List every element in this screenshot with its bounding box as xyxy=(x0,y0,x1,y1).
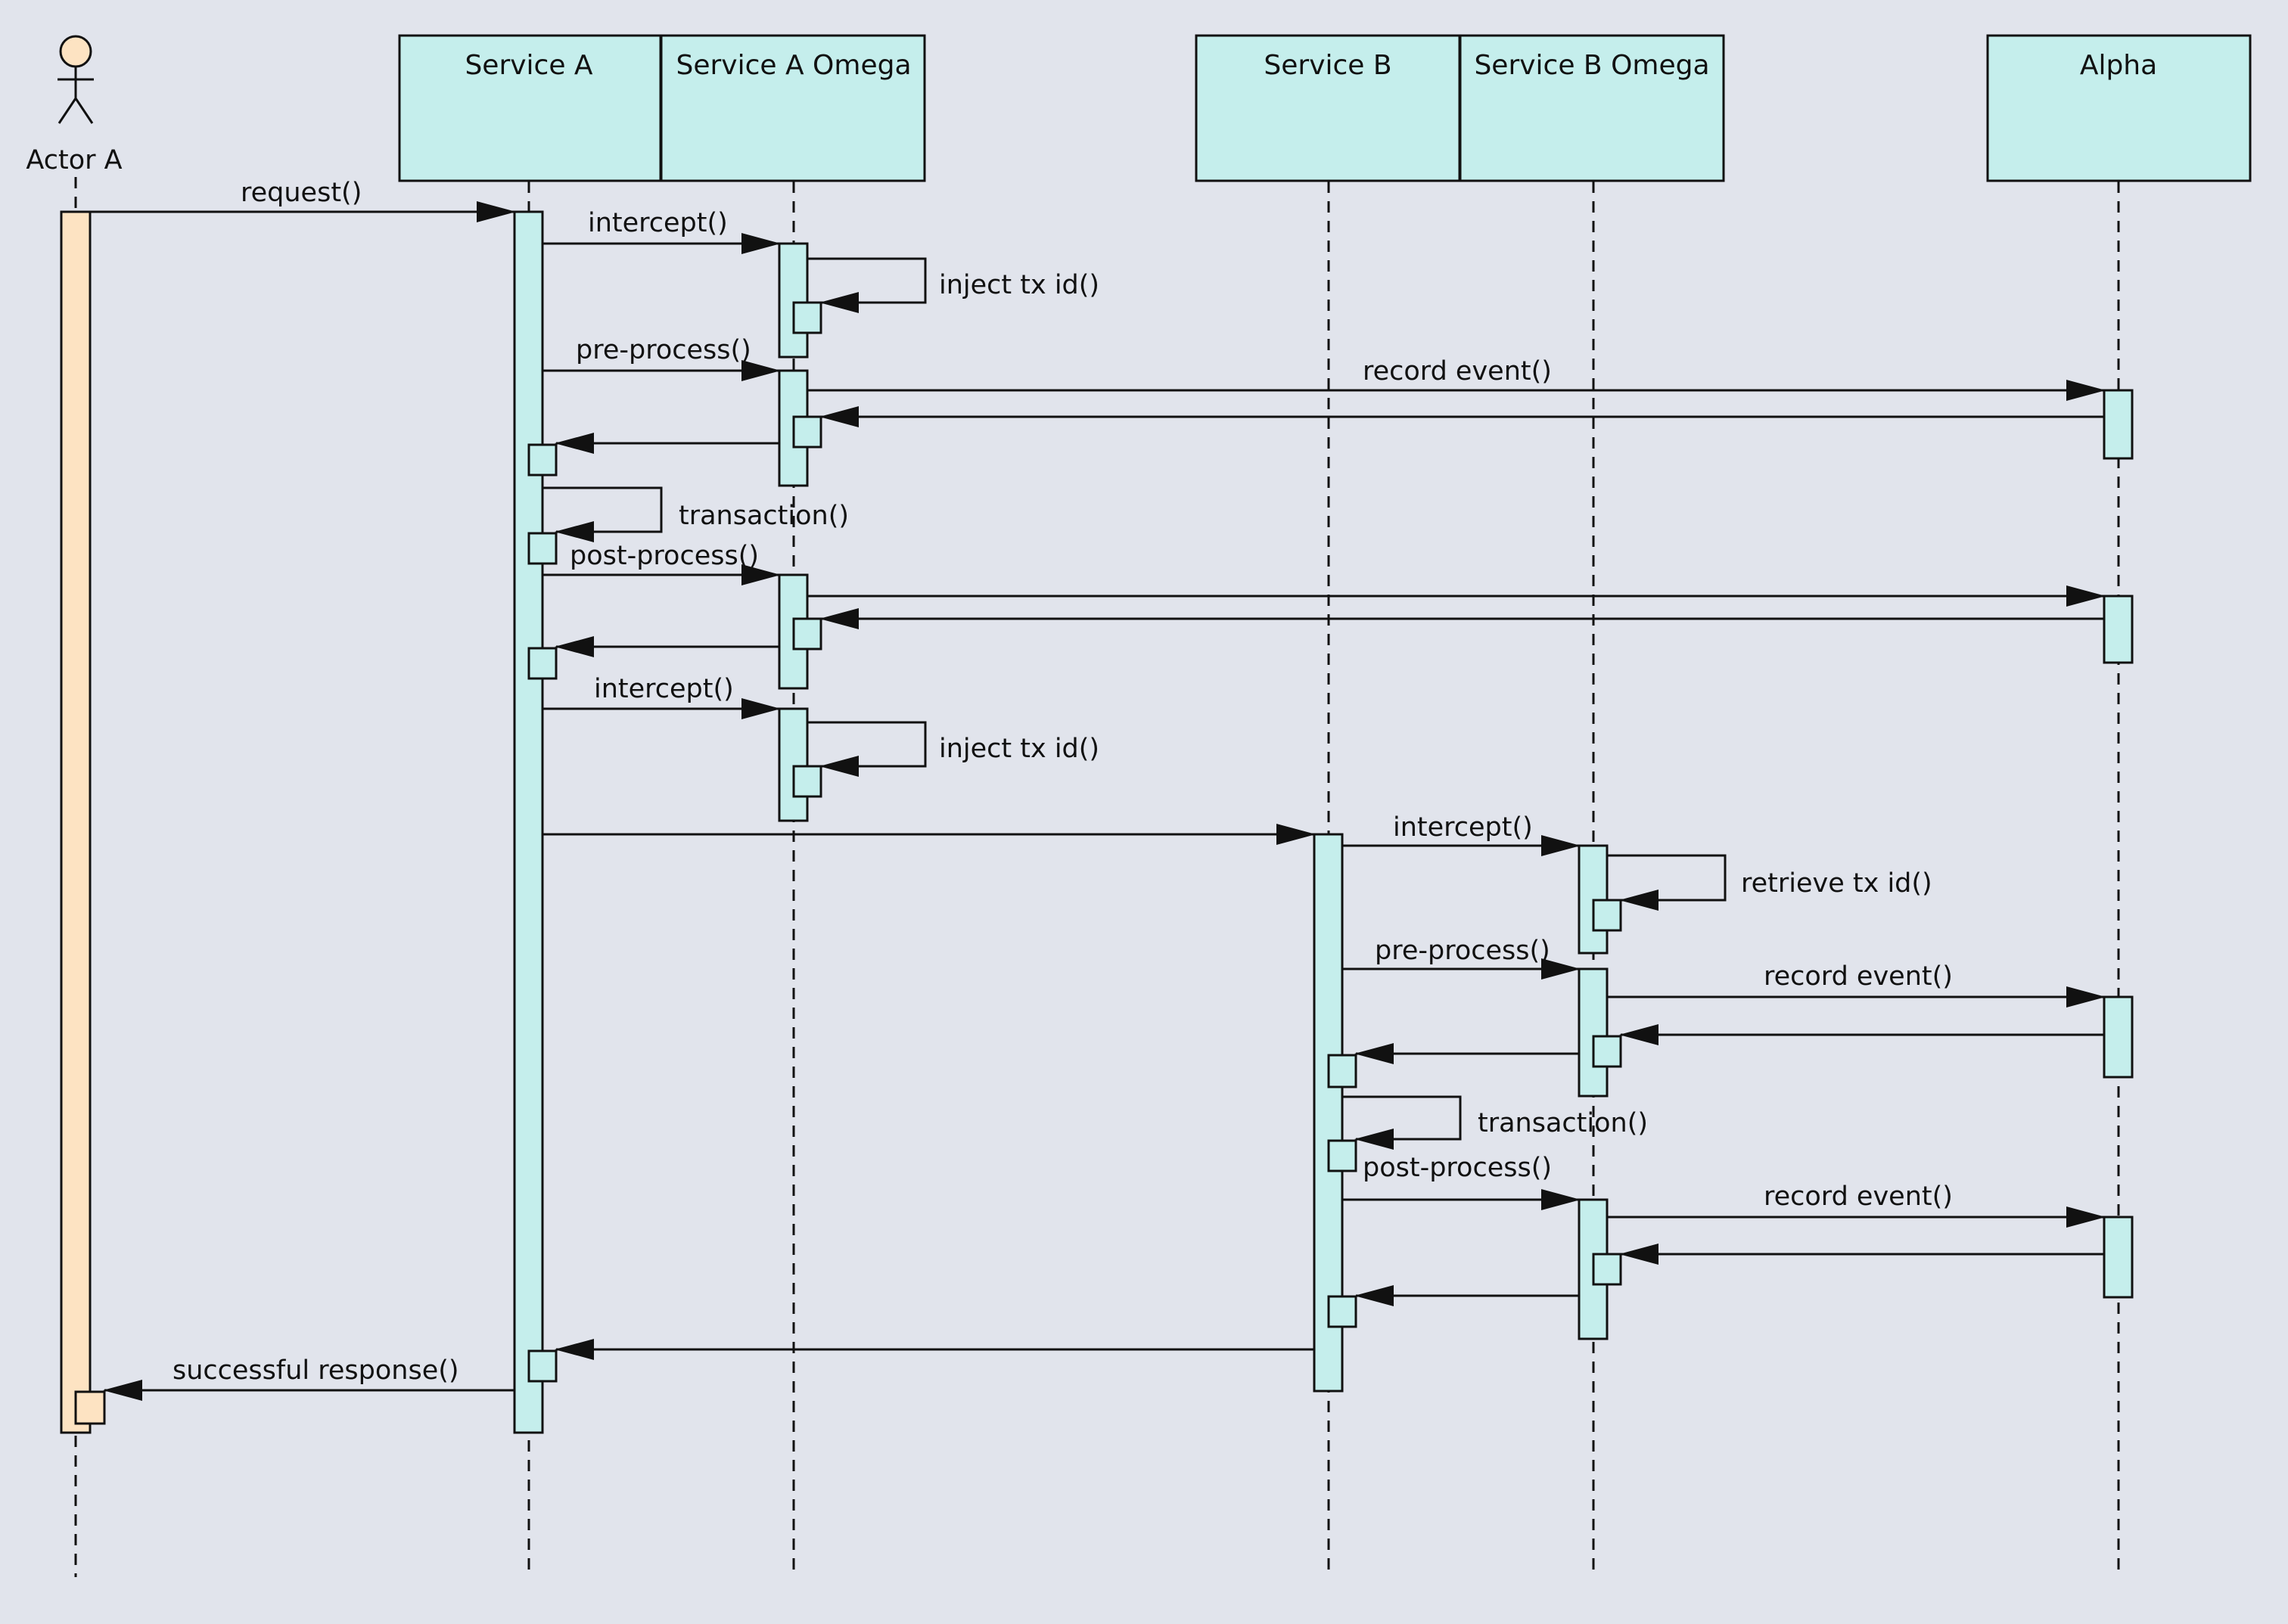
lifeline-box-service-b[interactable] xyxy=(1195,34,1461,182)
return-box xyxy=(1592,1035,1622,1068)
return-box xyxy=(74,1390,106,1425)
return-box xyxy=(1327,1295,1357,1328)
lifeline-label-service-a: Service A xyxy=(465,50,592,81)
activation-omega-b-2 xyxy=(1578,967,1609,1098)
stick-figure-icon xyxy=(58,35,94,124)
arrow-inject-tx-id xyxy=(807,257,927,313)
return-box xyxy=(527,443,558,477)
self-call-box xyxy=(1592,899,1622,932)
activation-alpha-1 xyxy=(2103,389,2134,460)
return-box xyxy=(792,617,822,651)
activation-alpha-2 xyxy=(2103,595,2134,664)
self-call-box xyxy=(792,301,822,334)
arrow-transaction xyxy=(1342,1095,1462,1150)
lifeline-label-alpha: Alpha xyxy=(2080,50,2157,81)
message-label: inject tx id() xyxy=(939,270,1099,300)
arrow-inject-tx-id xyxy=(807,721,927,777)
activation-alpha-3 xyxy=(2103,995,2134,1079)
return-box xyxy=(1592,1253,1622,1286)
message-label: record event() xyxy=(1764,961,1953,992)
message-label: post-process() xyxy=(1363,1153,1552,1183)
message-label: post-process() xyxy=(570,541,759,571)
return-box xyxy=(527,647,558,680)
return-box xyxy=(792,415,822,449)
message-label: transaction() xyxy=(679,501,849,531)
message-label: pre-process() xyxy=(1375,936,1550,966)
message-label: record event() xyxy=(1764,1182,1953,1212)
activation-alpha-4 xyxy=(2103,1216,2134,1299)
activation-omega-a-4 xyxy=(778,707,809,822)
message-label: intercept() xyxy=(594,674,734,704)
return-box xyxy=(527,1349,558,1383)
lifeline-label-service-a-omega: Service A Omega xyxy=(676,50,911,81)
lifeline-box-service-a[interactable] xyxy=(398,34,662,182)
activation-actor-a xyxy=(60,210,92,1434)
message-label: request() xyxy=(241,178,362,208)
actor-label: Actor A xyxy=(26,145,122,175)
message-label: inject tx id() xyxy=(939,734,1099,764)
activation-omega-a-1 xyxy=(778,242,809,359)
lifeline-label-service-b-omega: Service B Omega xyxy=(1474,50,1709,81)
self-call-box xyxy=(792,765,822,798)
message-label: transaction() xyxy=(1478,1108,1648,1138)
activation-service-a xyxy=(513,210,544,1434)
lifeline-label-service-b: Service B xyxy=(1264,50,1391,81)
message-label: retrieve tx id() xyxy=(1741,868,1932,899)
arrow-transaction xyxy=(542,486,663,542)
message-label: record event() xyxy=(1363,356,1552,387)
message-label: intercept() xyxy=(1393,812,1533,843)
return-box xyxy=(1327,1054,1357,1088)
arrow-retrieve-tx-id xyxy=(1607,854,1727,911)
lifeline-box-alpha[interactable] xyxy=(1986,34,2252,182)
self-call-box xyxy=(527,532,558,565)
message-label: successful response() xyxy=(173,1355,459,1386)
message-label: pre-process() xyxy=(576,335,751,365)
self-call-box xyxy=(1327,1139,1357,1172)
lifeline-box-service-b-omega[interactable] xyxy=(1459,34,1725,182)
lifeline-box-service-a-omega[interactable] xyxy=(660,34,926,182)
message-label: intercept() xyxy=(588,208,728,238)
